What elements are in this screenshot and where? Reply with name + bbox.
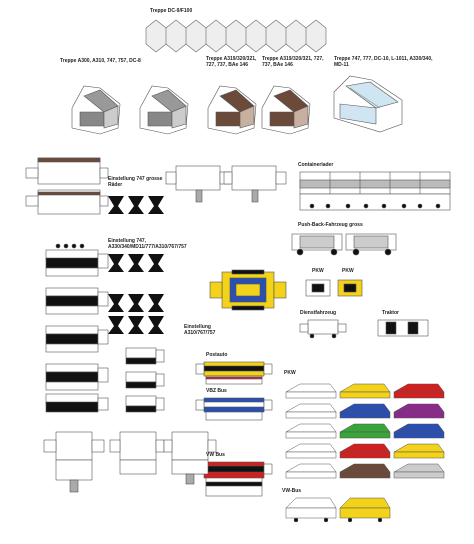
stair-dc9-strip (145, 19, 327, 53)
label-postauto: Postauto (206, 352, 228, 358)
label-container-loader: Containerlader (298, 162, 334, 168)
yellow-blue-vehicle (209, 269, 287, 311)
stair-747 (333, 75, 403, 133)
black-truck-set (45, 243, 109, 413)
label-pkw-1: PKW (312, 268, 324, 274)
label-pkw-2: PKW (342, 268, 354, 274)
pkw-color-grid (285, 383, 445, 523)
label-einstellung-a310: Einstellung A310/767/757 (184, 324, 216, 336)
bottom-left-boxes (43, 431, 217, 493)
wheel-shapes-multi (108, 254, 164, 334)
label-traktor: Traktor (382, 310, 399, 316)
label-stair-a300: Treppe A300, A310, 747, 757, DC-8 (60, 58, 141, 64)
label-stair-a319-2: Treppe A319/320/321, 727, 737, BAe 146 (262, 56, 324, 68)
label-stair-747: Treppe 747, 777, DC-10, L-1011, A330/340… (334, 56, 433, 68)
label-dienstfahrzeug: Dienstfahrzeug (300, 310, 337, 316)
stair-a319-brown (207, 85, 257, 135)
stair-a319-brown-2 (261, 85, 311, 135)
label-pkw-3: PKW (284, 370, 296, 376)
vehicle-box-brown (25, 157, 109, 215)
bus-boxes (195, 361, 273, 497)
label-vw-bus: VW Bus (206, 452, 225, 458)
label-vbz-bus: VBZ Bus (206, 388, 227, 394)
stair-a300 (71, 85, 121, 135)
pushback-big (291, 233, 397, 256)
label-stair-dc9: Treppe DC-9/F100 (150, 8, 193, 14)
label-vw-bus-2: VW-Bus (282, 488, 302, 494)
stair-a319-gray (139, 85, 189, 135)
vehicle-box-small (165, 165, 287, 203)
tug-set (125, 347, 165, 413)
label-stair-a319-1: Treppe A319/320/321, 727, 737, BAe 146 (206, 56, 257, 68)
service-vehicles (299, 319, 429, 339)
container-loader (299, 171, 451, 211)
wheel-shapes-747 (108, 196, 164, 214)
label-pushback-big: Push-Back-Fahrzeug gross (298, 222, 363, 228)
label-einstellung-multi: Einstellung 747, A330/340/MD11/777/A310/… (108, 238, 187, 250)
pkw-small-pair (305, 279, 363, 297)
label-einstellung-747: Einstellung 747 grosse Räder (108, 176, 163, 188)
